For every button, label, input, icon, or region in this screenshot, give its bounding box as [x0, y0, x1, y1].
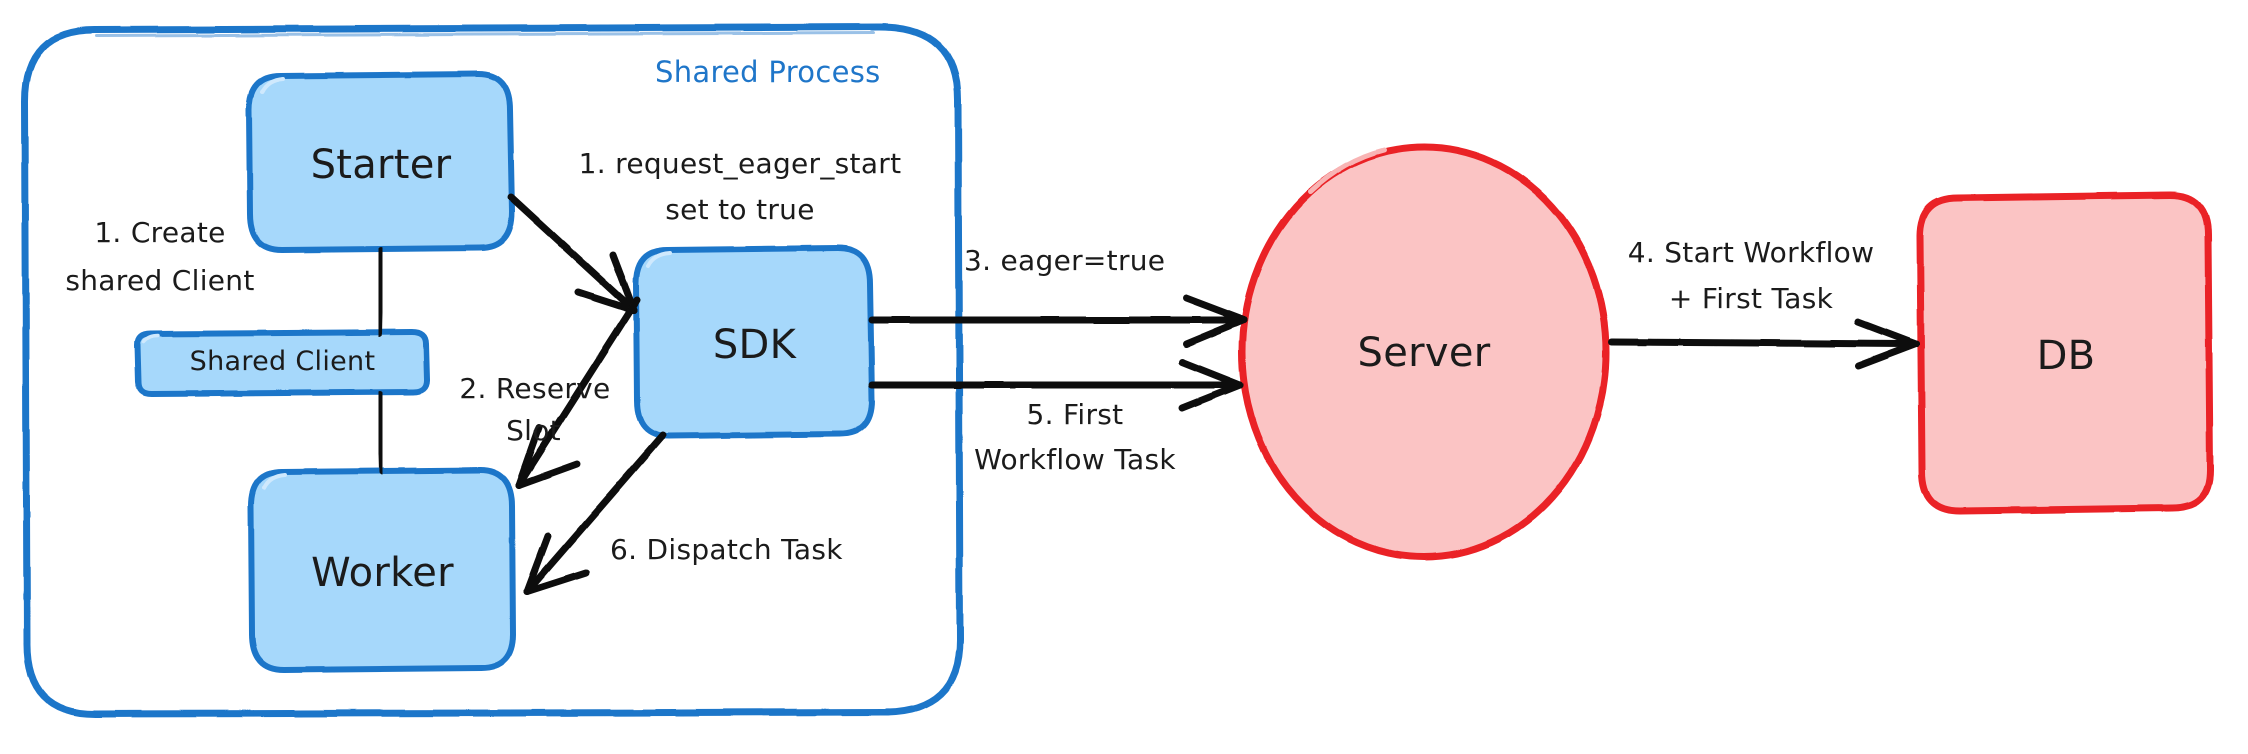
node-label-starter: Starter	[310, 142, 452, 188]
node-label-db: DB	[2036, 333, 2096, 379]
edge-label-first-workflow-task-line2: Workflow Task	[974, 443, 1176, 476]
edge-request-eager-start	[507, 193, 638, 314]
edge-label-first-workflow-task-line1: 5. First	[1026, 398, 1124, 431]
node-label-worker: Worker	[311, 550, 454, 596]
edge-label-eager-true: 3. eager=true	[964, 244, 1166, 277]
group-label-shared-process: Shared Process	[655, 55, 881, 89]
edge-label-request-eager-start-line1: 1. request_eager_start	[578, 147, 902, 180]
edge-label-start-workflow-line1: 4. Start Workflow	[1627, 236, 1875, 269]
node-worker[interactable]	[248, 467, 516, 673]
node-label-shared-client: Shared Client	[189, 346, 376, 377]
edge-start-workflow	[1608, 318, 1920, 370]
node-db[interactable]	[1916, 191, 2214, 515]
node-sdk[interactable]	[633, 245, 875, 439]
edge-label-create-shared-client-line1: 1. Create	[94, 216, 226, 249]
edge-reserve-slot	[515, 296, 641, 489]
edge-dispatch-task	[523, 431, 667, 596]
node-label-server: Server	[1357, 330, 1491, 376]
edge-label-create-shared-client-line2: shared Client	[65, 264, 255, 297]
node-starter[interactable]	[246, 71, 515, 253]
edge-first-workflow-task	[868, 358, 1244, 412]
edge-label-request-eager-start-line2: set to true	[665, 193, 815, 226]
edge-eager-true	[868, 294, 1248, 348]
edge-label-start-workflow-line2: + First Task	[1668, 282, 1834, 315]
edge-label-reserve-slot-line2: Slot	[506, 414, 561, 447]
node-server[interactable]	[1238, 143, 1610, 561]
node-shared-client[interactable]	[134, 329, 430, 397]
edge-create-shared-client	[376, 247, 385, 475]
node-label-sdk: SDK	[712, 322, 797, 368]
edge-label-reserve-slot-line1: 2. Reserve	[459, 372, 611, 405]
edge-label-dispatch-task: 6. Dispatch Task	[610, 533, 843, 566]
